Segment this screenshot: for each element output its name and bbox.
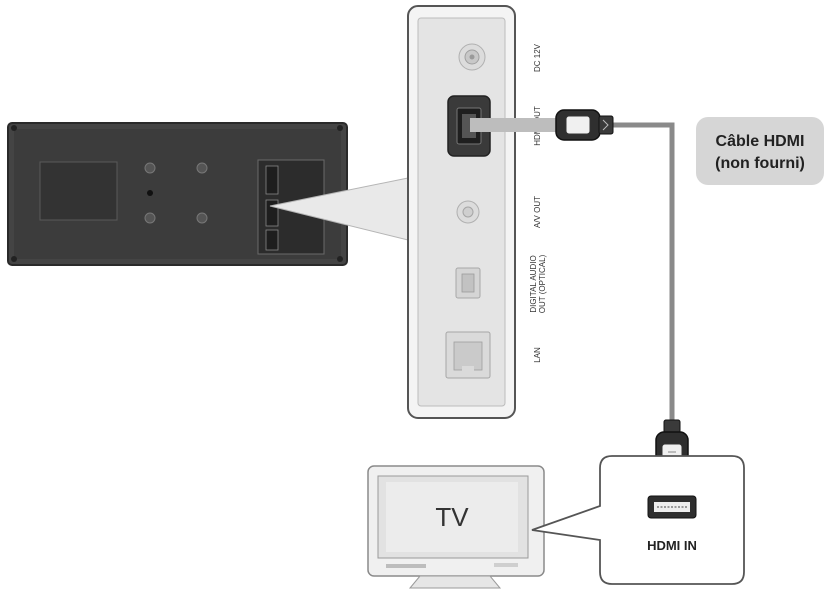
port-label-optical-1: DIGITAL AUDIO (529, 255, 538, 312)
av-out-jack (456, 200, 480, 224)
hdmi-plug-player-end (555, 109, 614, 141)
port-label-av-out: A/V OUT (533, 196, 542, 228)
tv-hdmi-in-callout: HDMI IN (531, 455, 745, 585)
rear-panel-zoom: DC 12V HDMI OUT A/V OUT DIGITAL AUDIO OU… (407, 5, 547, 419)
device-back-panel (7, 122, 348, 266)
hdmi-in-label: HDMI IN (647, 538, 697, 553)
cable-callout-line1: Câble HDMI (716, 133, 805, 150)
port-label-dc: DC 12V (533, 43, 542, 72)
hdmi-in-port (647, 495, 697, 519)
port-label-optical-2: OUT (OPTICAL) (538, 254, 547, 313)
port-label-lan: LAN (533, 347, 542, 363)
tv-label: TV (435, 502, 469, 532)
cable-callout: Câble HDMI (non fourni) (696, 117, 824, 185)
cable-callout-line2: (non fourni) (715, 155, 805, 172)
dc-12v-jack (458, 43, 486, 71)
tv: TV (367, 465, 545, 589)
lan-port (445, 331, 491, 379)
optical-port (455, 267, 481, 299)
